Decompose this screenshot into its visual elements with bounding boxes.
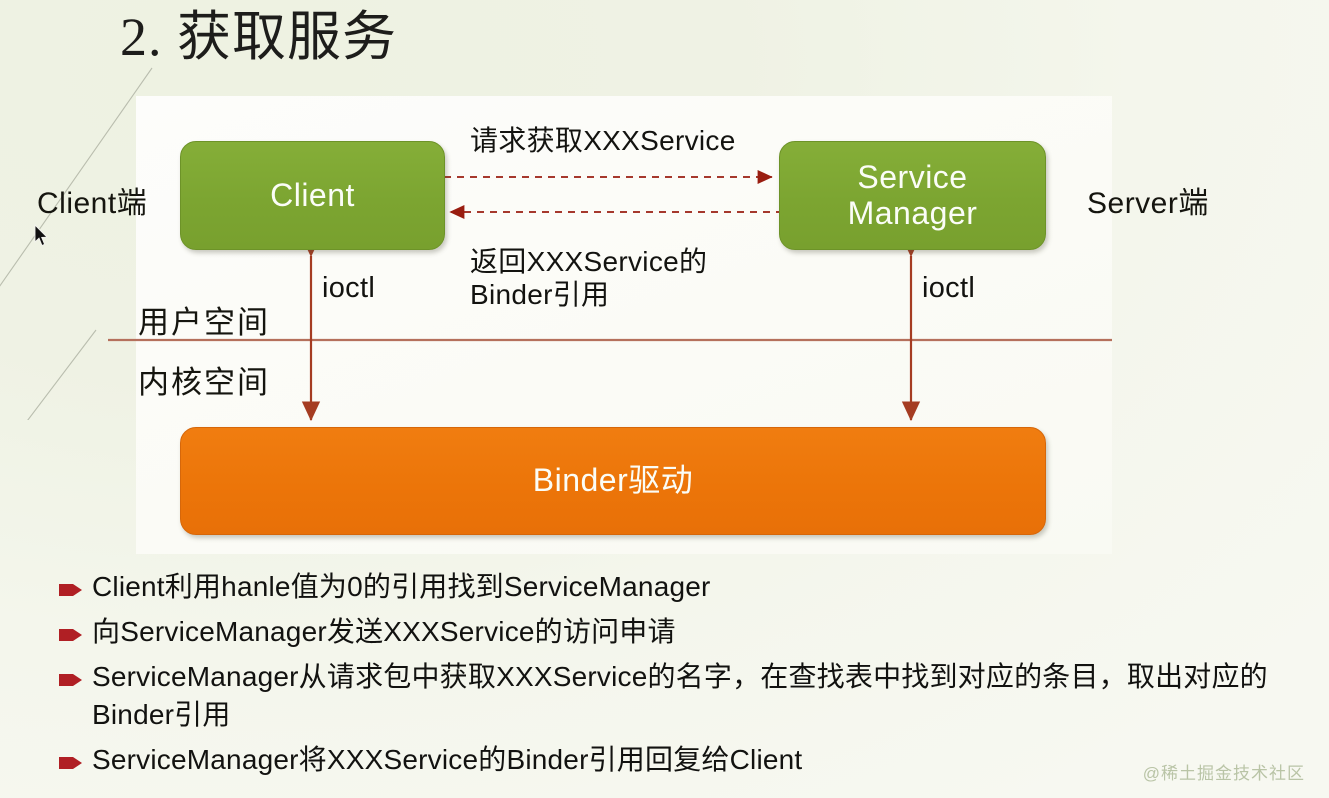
kernel-space-label: 内核空间	[138, 365, 270, 400]
node-service-manager[interactable]: Service Manager	[779, 141, 1046, 250]
user-space-label: 用户空间	[138, 305, 270, 340]
edge-label-request: 请求获取XXXService	[470, 125, 736, 156]
list-item: ServiceManager从请求包中获取XXXService的名字，在查找表中…	[58, 658, 1320, 734]
bullet-arrow-icon	[59, 629, 82, 642]
list-item: ServiceManager将XXXService的Binder引用回复给Cli…	[58, 741, 1320, 779]
bullet-arrow-icon	[59, 674, 82, 687]
edge-label-ioctl-left: ioctl	[322, 272, 376, 304]
list-item-text: 向ServiceManager发送XXXService的访问申请	[92, 616, 676, 648]
bullet-arrow-icon	[59, 757, 82, 770]
bullet-arrow-icon	[59, 584, 82, 596]
client-side-label: Client端	[37, 187, 148, 220]
mouse-cursor-icon	[34, 224, 49, 247]
list-item-text: ServiceManager从请求包中获取XXXService的名字，在查找表中…	[92, 661, 1268, 731]
page-title: 2. 获取服务	[120, 7, 397, 67]
list-item-text: Client利用hanle值为0的引用找到ServiceManager	[92, 571, 711, 602]
node-binder-driver[interactable]: Binder驱动	[180, 427, 1046, 535]
server-side-label: Server端	[1087, 187, 1209, 220]
node-client[interactable]: Client	[180, 141, 445, 250]
edge-label-ioctl-right: ioctl	[922, 272, 976, 304]
edge-label-return: 返回XXXService的 Binder引用	[470, 246, 708, 311]
list-item: 向ServiceManager发送XXXService的访问申请	[58, 613, 1320, 651]
watermark: @稀土掘金技术社区	[1142, 764, 1305, 783]
list-item-text: ServiceManager将XXXService的Binder引用回复给Cli…	[92, 744, 803, 776]
bullet-list: Client利用hanle值为0的引用找到ServiceManager 向Ser…	[58, 568, 1320, 786]
list-item: Client利用hanle值为0的引用找到ServiceManager	[58, 568, 1320, 606]
